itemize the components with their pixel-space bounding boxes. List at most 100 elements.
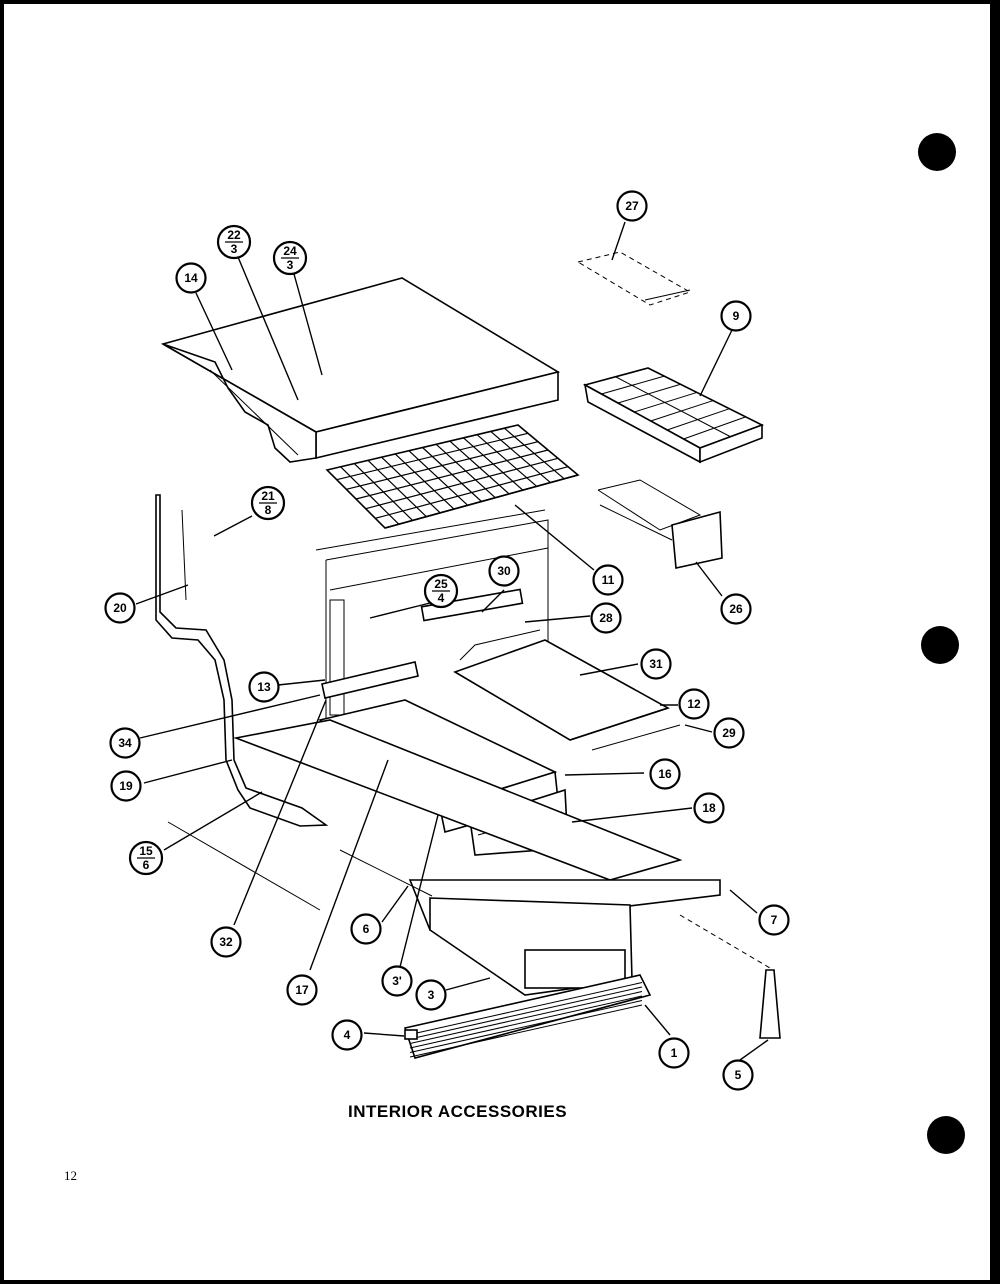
callout-part-number: 21 [261,489,275,503]
shelf-wire [336,432,529,481]
paper-sheet [4,4,990,1280]
diagram-caption: INTERIOR ACCESSORIES [348,1102,567,1121]
binder-hole-top [918,133,956,171]
shelf-wire [346,441,539,490]
callout-bubble: 31 [640,648,672,680]
callout-quantity: 8 [265,503,272,517]
callout-bubble: 26 [720,593,752,625]
callout-bubble: 28 [590,602,622,634]
callout-bubble: 20 [104,592,136,624]
callout-bubble: 16 [649,758,681,790]
grille-louver [409,995,643,1049]
callout-bubble: 156 [128,840,164,876]
callout-bubble: 34 [109,727,141,759]
callout-bubble: 254 [423,573,459,609]
kickplate-grille [403,974,652,1059]
leader-lines [135,221,769,1061]
callout-part-number: 29 [722,726,736,740]
cabinet-top [160,277,561,463]
callout-quantity: 4 [438,591,445,605]
grille-louver [409,1000,643,1053]
callout-part-number: 30 [497,564,511,578]
callout-bubble: 29 [713,717,745,749]
callout-bubble: 11 [592,564,624,596]
callout-part-number: 19 [119,779,133,793]
callout-part-number: 3' [392,974,402,988]
callout-part-number: 14 [184,271,198,285]
tray-divider [650,400,714,422]
tray-divider [617,383,681,404]
page-number: 12 [64,1168,77,1183]
callout-bubble: 243 [272,240,308,276]
callout-part-number: 24 [283,244,297,258]
door-gasket [155,494,329,827]
shelf-wire [355,449,549,500]
grille-louver [409,986,643,1040]
grille-louver [409,1004,643,1058]
ice-maker-bracket [577,251,692,306]
callout-part-number: 17 [295,983,309,997]
callout-part-number: 1 [671,1046,678,1060]
callout-part-number: 25 [434,577,448,591]
callout-part-number: 27 [625,199,639,213]
shelf-bracket-13 [321,661,419,699]
callout-bubble: 9 [720,300,752,332]
callout-part-number: 4 [344,1028,351,1042]
shelf-wire [375,466,569,519]
crisper-drawer [167,719,721,996]
callout-bubble: 223 [216,224,252,260]
callout-bubble: 12 [678,688,710,720]
callout-part-number: 15 [139,844,153,858]
grille-louver [409,982,643,1035]
tray-divider [666,408,730,431]
tray-divider [615,376,732,438]
tray-divider [601,375,665,395]
callout-bubble: 4 [331,1019,363,1051]
shelf-wire [365,457,559,510]
callout-quantity: 3 [231,242,238,256]
callout-bubble: 17 [286,974,318,1006]
callout-bubble: 7 [758,904,790,936]
callout-part-number: 5 [735,1068,742,1082]
callout-part-number: 12 [687,697,701,711]
leveling-leg [679,914,781,1039]
callout-part-number: 31 [649,657,663,671]
binder-hole-middle [921,626,959,664]
callout-part-number: 3 [428,988,435,1002]
callout-bubble: 14 [175,262,207,294]
callout-bubble: 218 [250,485,286,521]
callout-part-number: 7 [771,913,778,927]
callout-part-number: 28 [599,611,613,625]
ice-bin-assembly [597,479,723,569]
callout-part-number: 26 [729,602,743,616]
callout-bubble: 32 [210,926,242,958]
callout-part-number: 32 [219,935,233,949]
callout-part-number: 13 [257,680,271,694]
callout-bubble: 30 [488,555,520,587]
callout-bubble: 1 [658,1037,690,1069]
freezer-wire-shelf [325,424,580,529]
callout-part-number: 18 [702,801,716,815]
callout-bubble: 6 [350,913,382,945]
callout-part-number: 34 [118,736,132,750]
screw [404,1029,418,1040]
callout-part-number: 9 [733,309,740,323]
callout-bubble: 27 [616,190,648,222]
callout-part-number: 6 [363,922,370,936]
callout-quantity: 6 [143,858,150,872]
callout-bubble: 5 [722,1059,754,1091]
callout-part-number: 16 [658,767,672,781]
callout-bubble: 19 [110,770,142,802]
binder-hole-bottom [927,1116,965,1154]
callout-bubble: 3 [415,979,447,1011]
callout-part-number: 11 [602,573,615,587]
callout-quantity: 3 [287,258,294,272]
ice-tray [582,367,765,464]
callout-bubble: 3' [381,965,413,997]
callout-bubble: 13 [248,671,280,703]
grille-louver [409,991,643,1044]
callout-part-number: 22 [227,228,241,242]
